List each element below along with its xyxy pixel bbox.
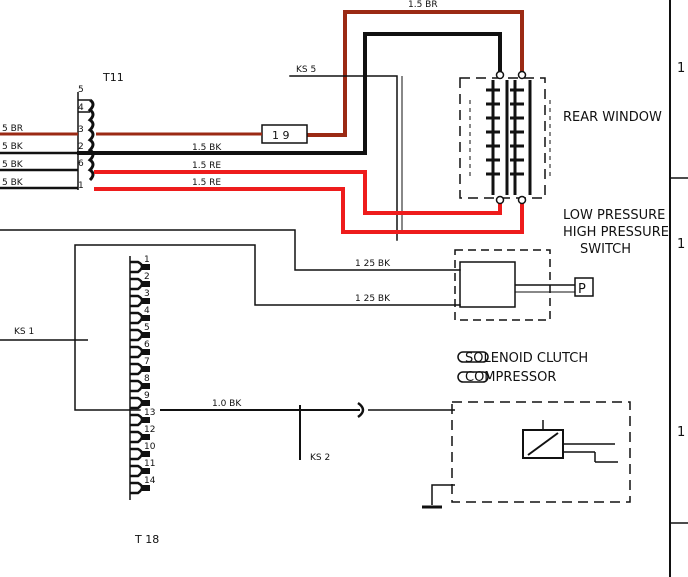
inline-connector	[357, 401, 365, 419]
t18-pin-label: 3	[144, 289, 150, 299]
label-solenoid-1: SOLENOID CLUTCH	[465, 351, 588, 366]
label-lp-1: LOW PRESSURE	[563, 208, 665, 223]
t18-pin-label: 1	[144, 255, 150, 265]
t18-pin-label: 6	[144, 340, 150, 350]
t18-pin-label: 5	[144, 323, 150, 333]
label-15re-b: 1.5 RE	[192, 178, 221, 188]
t18-pin-contact	[142, 264, 150, 270]
t11-pin-5: 5	[78, 85, 84, 95]
t18-pin-contact	[142, 417, 150, 423]
t18-pin-1	[130, 260, 144, 274]
t18-pin-9	[130, 396, 144, 410]
wire-red-upper	[94, 170, 502, 215]
label-ks2: KS 2	[310, 453, 330, 463]
t18-pin-label: 4	[144, 306, 150, 316]
t18-pin-7	[130, 362, 144, 376]
t18-pin-3	[130, 294, 144, 308]
label-125bk-a: 1 25 BK	[355, 259, 391, 269]
label-left-bk3: 5 BK	[2, 178, 24, 188]
t18-pin-contact	[142, 332, 150, 338]
t18-pin-13	[130, 413, 144, 427]
label-left-bk2: 5 BK	[2, 160, 24, 170]
t18-pin-label: 8	[144, 374, 150, 384]
label-ks5: KS 5	[296, 65, 316, 75]
label-t18: T 18	[134, 533, 159, 546]
label-top-wire: 1.5 BR	[408, 0, 438, 10]
frame-mark-2: 1	[677, 237, 685, 252]
label-box19: 1 9	[272, 129, 290, 142]
wire-black-top	[77, 32, 502, 155]
t18-pin-2	[130, 277, 144, 291]
wire-125bk-a	[0, 229, 461, 271]
t18-pin-label: 12	[144, 425, 155, 435]
t18-pin-contact	[142, 468, 150, 474]
t18-pin-contact	[142, 383, 150, 389]
t18-pin-14	[130, 481, 144, 495]
t18-pin-11	[130, 464, 144, 478]
t11-pin-6: 6	[78, 159, 84, 169]
solenoid-clutch-symbol	[451, 401, 631, 503]
t18-pin-label: 7	[144, 357, 150, 367]
t18-pin-label: 2	[144, 272, 150, 282]
t18-pin-contact	[142, 366, 150, 372]
label-left-bk1: 5 BK	[2, 142, 24, 152]
t18-pin-label: 14	[144, 476, 156, 486]
t18-pin-contact	[142, 315, 150, 321]
label-15bk: 1.5 BK	[192, 143, 222, 153]
t18-pin-label: 10	[144, 442, 156, 452]
t18-pin-8	[130, 379, 144, 393]
label-t11: T11	[102, 71, 124, 84]
t18-pin-4	[130, 311, 144, 325]
label-125bk-b: 1 25 BK	[355, 294, 391, 304]
t18-pin-label: 13	[144, 408, 155, 418]
label-lp-3: SWITCH	[580, 242, 631, 257]
frame-mark-1: 1	[677, 61, 685, 76]
t18-pin-contact	[142, 349, 150, 355]
wire-red-lower	[94, 187, 524, 234]
wire-brown-top	[305, 10, 524, 137]
rear-window-heater-grid	[459, 70, 551, 205]
t18-pin-contact	[142, 451, 150, 457]
t18-pin-12	[130, 430, 144, 444]
t18-pin-10	[130, 447, 144, 461]
ground-symbol	[422, 484, 455, 509]
t18-pin-5	[130, 328, 144, 342]
t11-pin-1: 1	[78, 181, 84, 191]
label-left-br: 5 BR	[2, 124, 23, 134]
label-ks1: KS 1	[14, 327, 34, 337]
pressure-switch-symbol: P	[454, 249, 594, 321]
wire-ks5	[289, 75, 398, 241]
t18-pin-contact	[142, 400, 150, 406]
label-p-box: P	[578, 282, 586, 297]
label-solenoid-2: COMPRESSOR	[465, 370, 556, 385]
label-10bk: 1.0 BK	[212, 399, 242, 409]
label-rear-window: REAR WINDOW	[563, 110, 662, 125]
t18-pin-contact	[142, 485, 150, 491]
t11-pin-4: 4	[78, 103, 84, 113]
frame-mark-3: 1	[677, 425, 685, 440]
t18-pin-contact	[142, 434, 150, 440]
t11-pin-2: 2	[78, 142, 84, 152]
solenoid-label-symbols	[457, 351, 489, 383]
t18-pin-contact	[142, 281, 150, 287]
page-frame: 1 1 1	[669, 0, 688, 577]
t18-pin-contact	[142, 298, 150, 304]
t18-pin-6	[130, 345, 144, 359]
t11-pin-3: 3	[78, 125, 84, 135]
t18-pin-label: 9	[144, 391, 150, 401]
wire-125bk-b	[74, 244, 461, 411]
label-15re-a: 1.5 RE	[192, 161, 221, 171]
label-lp-2: HIGH PRESSURE	[563, 225, 669, 240]
t18-pin-label: 11	[144, 459, 155, 469]
connector-t11: T11 5 4 3 2 6 1	[77, 71, 124, 191]
